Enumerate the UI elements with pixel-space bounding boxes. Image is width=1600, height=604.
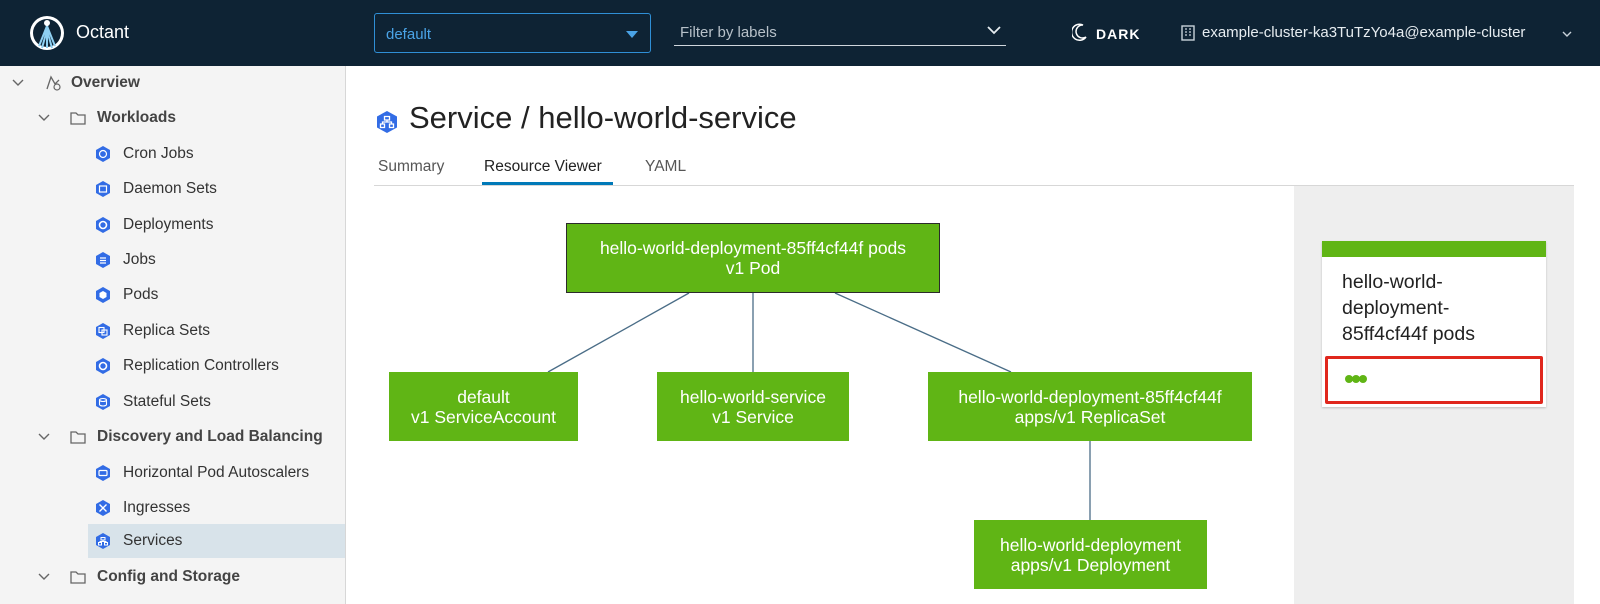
daemonset-icon [96,181,110,197]
sidebar-item-replica-sets[interactable]: Replica Sets [0,314,345,348]
node-kind: v1 ServiceAccount [411,406,556,427]
hpa-icon [96,465,110,481]
node-kind: apps/v1 Deployment [1010,554,1171,575]
top-header: Octant default Filter by labels DARK exa… [0,0,1600,66]
caret-down-icon [626,31,638,38]
pod-status-highlight [1325,356,1543,404]
sidebar-item-pods[interactable]: Pods [0,278,345,312]
node-name: hello-world-deployment-85ff4cf44f pods [599,238,907,258]
sidebar-group-label: Discovery and Load Balancing [97,428,323,445]
service-icon [96,533,110,549]
label-filter-input[interactable]: Filter by labels [674,18,1006,46]
folder-icon [70,431,86,444]
sidebar-group-label: Config and Storage [97,568,240,585]
sidebar-item-replication-controllers[interactable]: Replication Controllers [0,349,345,383]
node-kind: apps/v1 ReplicaSet [1014,406,1166,427]
moon-icon [1072,23,1087,41]
sidebar-item-jobs[interactable]: Jobs [0,243,345,277]
context-label: example-cluster-ka3TuTzYo4a@example-clus… [1202,24,1526,41]
tab-summary[interactable]: Summary [378,158,445,175]
sidebar-item-label: Deployments [123,216,214,233]
sidebar-item-label: Replication Controllers [123,357,279,374]
folder-icon [70,112,86,125]
sidebar-item-ingresses[interactable]: Ingresses [0,491,345,525]
sidebar-item-overview[interactable]: Overview [0,66,345,100]
sidebar-item-label: Cron Jobs [123,145,194,162]
replicaset-icon [96,323,110,339]
sidebar-group-workloads[interactable]: Workloads [0,101,345,135]
namespace-select[interactable]: default [374,13,651,53]
graph-node-pods[interactable]: hello-world-deployment-85ff4cf44f pods v… [566,223,940,293]
graph-node-service[interactable]: hello-world-service v1 Service [657,372,849,441]
pod-status-dot[interactable] [1345,375,1353,383]
ingress-icon [96,500,110,516]
app-brand[interactable]: Octant [76,22,130,42]
chevron-down-icon[interactable] [986,24,1002,36]
sidebar-item-label: Horizontal Pod Autoscalers [123,464,310,481]
sidebar-item-label: Pods [123,286,159,303]
chevron-down-icon [1562,31,1572,37]
sidebar-item-label: Jobs [123,251,156,268]
sidebar-item-stateful-sets[interactable]: Stateful Sets [0,385,345,419]
node-kind: v1 Service [712,406,794,427]
label-filter-placeholder: Filter by labels [680,24,777,41]
node-name: hello-world-service [680,386,826,407]
tab-yaml[interactable]: YAML [645,158,687,175]
tab-bar: Summary Resource Viewer YAML [374,150,1574,186]
theme-toggle-label: DARK [1096,26,1141,42]
sidebar-item-label: Ingresses [123,499,191,516]
sidebar-item-label: Daemon Sets [123,180,217,197]
node-name: hello-world-deployment [1000,534,1181,555]
active-tab-indicator [482,182,613,185]
sidebar-item-daemon-sets[interactable]: Daemon Sets [0,172,345,206]
graph-node-deployment[interactable]: hello-world-deployment apps/v1 Deploymen… [974,520,1207,589]
statefulset-icon [96,394,110,410]
sidebar-item-label: Stateful Sets [123,393,211,410]
namespace-value: default [386,26,432,43]
pod-status-dot[interactable] [1359,375,1367,383]
chevron-down-icon[interactable] [38,114,50,122]
tab-resource-viewer[interactable]: Resource Viewer [484,158,602,175]
chevron-down-icon[interactable] [38,573,50,581]
folder-icon [70,571,86,584]
chevron-down-icon[interactable] [38,433,50,441]
octant-logo-icon[interactable] [28,12,66,54]
node-name: default [457,386,510,407]
sidebar-item-label: Overview [71,74,140,91]
sidebar-group-label: Workloads [97,109,176,126]
sidebar-nav: Overview Workloads Cron Jobs Daemon Sets… [0,66,346,604]
deployment-icon [96,217,110,233]
sidebar-item-services[interactable]: Services [88,524,345,558]
sidebar-item-label: Replica Sets [123,322,211,339]
pod-status-dot[interactable] [1352,375,1360,383]
pod-icon [96,287,110,303]
sidebar-item-label: Services [123,532,183,549]
resource-detail-name: hello-world-deployment-85ff4cf44f pods [1342,271,1475,345]
node-name: hello-world-deployment-85ff4cf44f [958,386,1222,407]
status-bar [1322,241,1546,257]
sidebar-item-cron-jobs[interactable]: Cron Jobs [0,137,345,171]
node-kind: v1 Pod [725,258,781,278]
graph-node-service-account[interactable]: default v1 ServiceAccount [389,372,578,441]
overview-icon [46,75,61,91]
cronjob-icon [96,146,110,162]
building-icon [1181,25,1195,41]
sidebar-item-deployments[interactable]: Deployments [0,208,345,242]
chevron-down-icon[interactable] [12,79,24,87]
job-icon [96,252,110,268]
graph-node-replicaset[interactable]: hello-world-deployment-85ff4cf44f apps/v… [928,372,1252,441]
sidebar-group-config-storage[interactable]: Config and Storage [0,560,345,594]
replication-controller-icon [96,358,110,374]
sidebar-item-horizontal-pod-autoscalers[interactable]: Horizontal Pod Autoscalers [0,456,345,490]
service-icon [377,111,397,133]
sidebar-group-discovery[interactable]: Discovery and Load Balancing [0,420,345,454]
resource-detail-card: hello-world-deployment-85ff4cf44f pods [1322,241,1546,407]
page-title: Service / hello-world-service [409,100,797,135]
